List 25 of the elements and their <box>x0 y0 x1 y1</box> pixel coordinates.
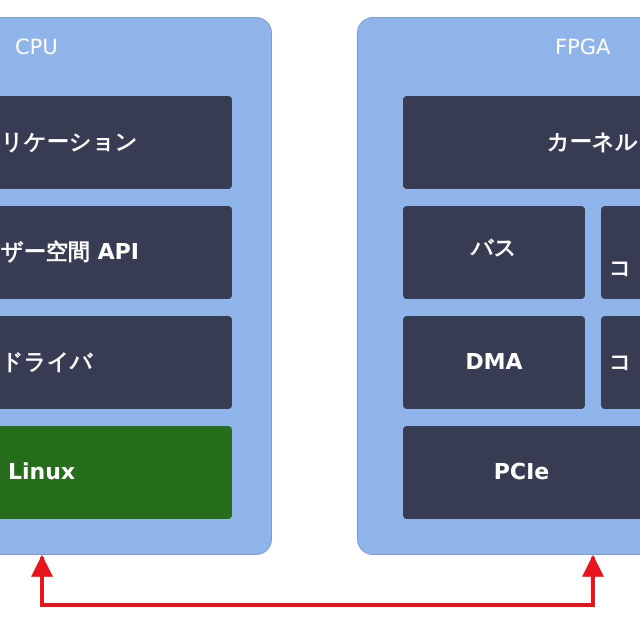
panel-title: CPU <box>15 34 58 61</box>
module-box <box>403 96 640 189</box>
module-box <box>403 206 585 299</box>
module-label: コ <box>609 255 632 283</box>
module-box <box>0 316 232 409</box>
double-arrow <box>31 554 604 607</box>
module-box <box>403 426 640 519</box>
module-box <box>0 426 232 519</box>
module-box <box>601 316 640 409</box>
module-box <box>403 316 585 409</box>
module-label: バス <box>471 235 517 263</box>
module-label: ザー空間 API <box>1 239 139 267</box>
module-label: ドライバ <box>1 349 93 377</box>
module-label: DMA <box>465 349 523 377</box>
module-label: Linux <box>8 459 76 487</box>
module-label: コ <box>609 349 632 377</box>
module-box <box>0 96 232 189</box>
module-label: カーネル <box>547 129 638 157</box>
module-box <box>0 206 232 299</box>
system-panel <box>357 17 640 555</box>
system-panel <box>0 17 272 555</box>
module-box <box>601 206 640 299</box>
module-label: PCIe <box>494 459 550 487</box>
module-label: リケーション <box>1 129 138 157</box>
panel-title: FPGA <box>555 34 610 61</box>
